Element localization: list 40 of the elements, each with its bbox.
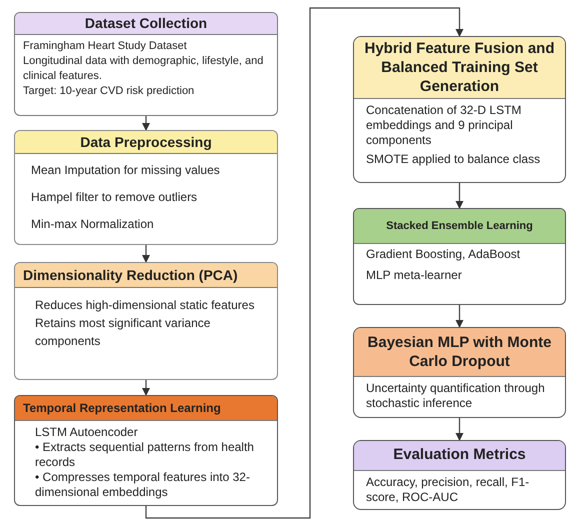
box-heading: Dimensionality Reduction (PCA): [15, 263, 277, 288]
box-text: MLP meta-learner: [366, 268, 463, 283]
process-box: [14, 395, 278, 506]
box-heading: Temporal Representation Learning: [15, 396, 277, 421]
box-text: Mean Imputation for missing values: [31, 162, 221, 178]
box-heading: Evaluation Metrics: [354, 441, 565, 471]
arrow: [456, 183, 464, 209]
box-text: Concatenation of 32-D LSTM embeddings and 9 principal components: [366, 103, 522, 148]
box-text: Hampel filter to remove outliers: [31, 189, 198, 205]
box-text: Framingham Heart Study Dataset: [23, 39, 188, 54]
box-text: Retains most significant variance components: [35, 315, 212, 350]
box-text: Gradient Boosting, AdaBoost: [366, 247, 522, 262]
process-box: [14, 262, 278, 380]
arrow: [456, 305, 464, 328]
box-heading: Stacked Ensemble Learning: [354, 209, 565, 244]
arrow: [142, 380, 150, 396]
box-text: Min-max Normalization: [31, 216, 155, 232]
box-text: SMOTE applied to balance class: [366, 152, 542, 167]
box-heading: Dataset Collection: [15, 13, 277, 35]
process-box: [353, 208, 566, 305]
box-text: Accuracy, precision, recall, F1-score, ROC-AUC: [366, 475, 530, 505]
box-text: LSTM Autoencoder: [35, 425, 139, 440]
box-text: Target: 10-year CVD risk prediction: [23, 84, 196, 99]
box-heading: Bayesian MLP with Monte Carlo Dropout: [354, 328, 565, 377]
process-box: [353, 36, 566, 183]
process-box: [14, 12, 278, 116]
process-box: [14, 130, 278, 245]
arrow: [456, 418, 464, 441]
arrow: [145, 7, 464, 519]
box-text: Uncertainty quantification through stochastic inference: [366, 381, 546, 411]
box-heading: Hybrid Feature Fusion and Balanced Training Set Generation: [354, 37, 565, 99]
arrow: [142, 116, 150, 131]
box-heading: Data Preprocessing: [15, 131, 277, 154]
box-text: • Extracts sequential patterns from health records: [35, 440, 255, 470]
box-text: • Compresses temporal features into 32-dimensional embeddings: [35, 470, 251, 500]
box-text: Reduces high-dimensional static features: [35, 297, 256, 314]
process-box: [353, 327, 566, 418]
box-text: Longitudinal data with demographic, lifestyle, and clinical features.: [23, 54, 264, 84]
arrow: [142, 245, 150, 263]
process-box: [353, 440, 566, 510]
